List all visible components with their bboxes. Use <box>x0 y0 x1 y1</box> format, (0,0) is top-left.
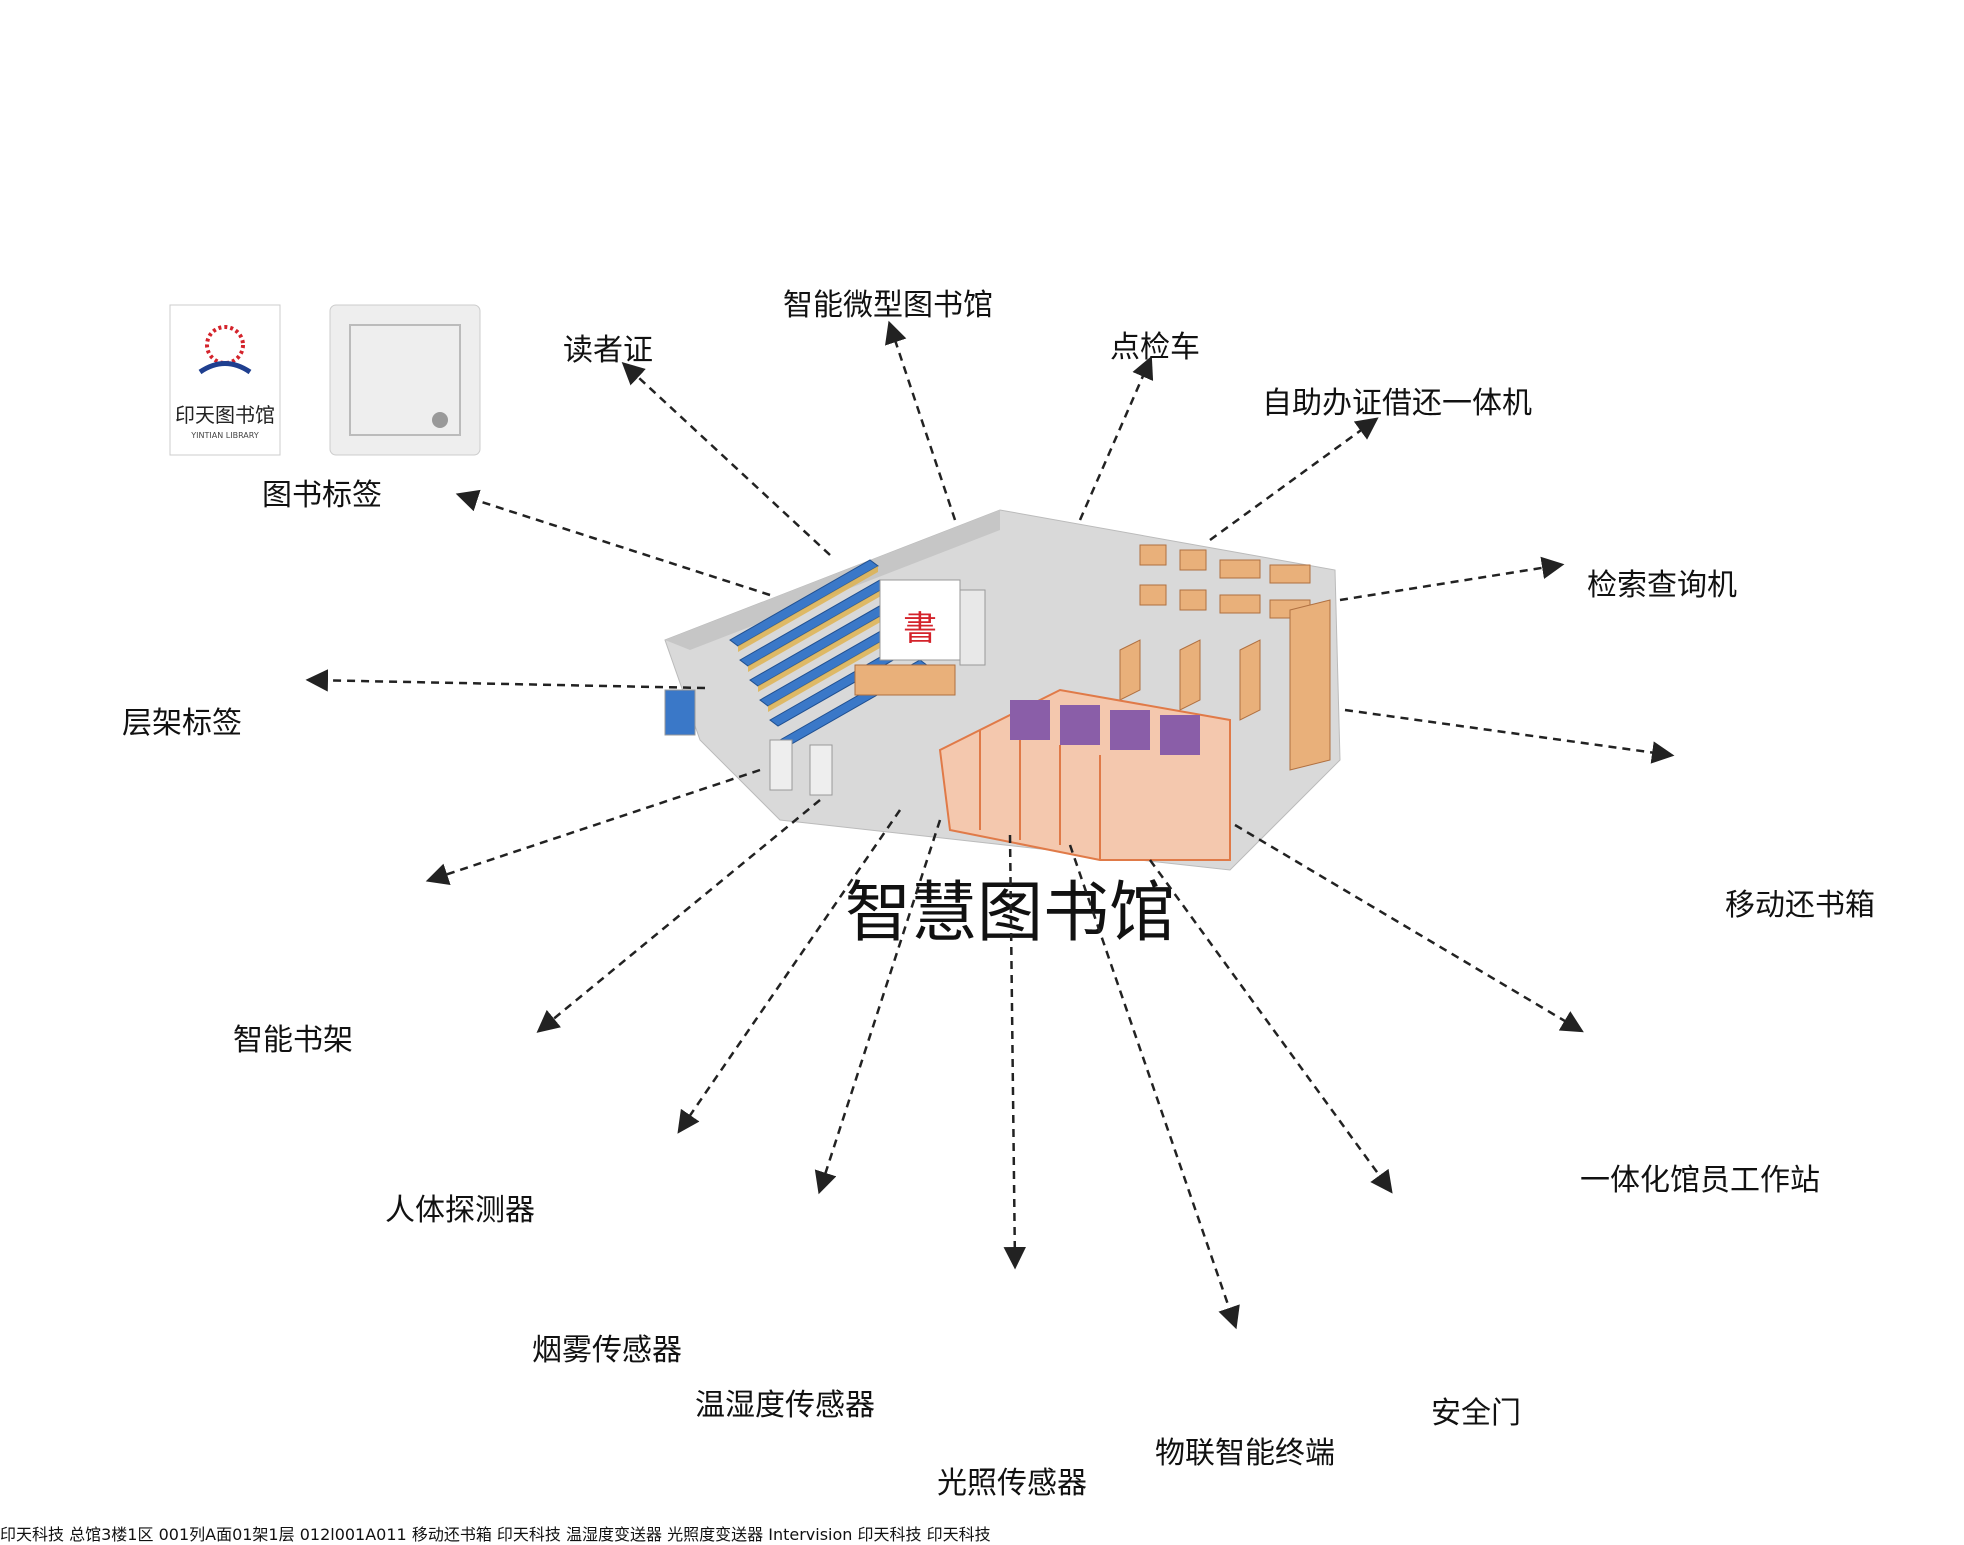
light-sensor-image: 光照度变送器 <box>667 1525 764 1544</box>
label-security-gate: 安全门 <box>1431 1396 1521 1431</box>
arrow-shelf-tag <box>305 669 706 692</box>
label-shelf-tag: 层架标签 <box>122 706 242 741</box>
book-tag-image: 印天图书馆 YINTIAN LIBRARY <box>169 304 481 456</box>
arrow-reader-card <box>621 361 831 556</box>
label-human-detector: 人体探测器 <box>385 1193 535 1228</box>
arrow-security-gate <box>1148 859 1393 1194</box>
glass-room <box>938 688 1231 861</box>
label-mobile-return-box: 移动还书箱 <box>1725 888 1875 923</box>
arrow-search-terminal <box>1339 556 1565 602</box>
label-smart-bookshelf: 智能书架 <box>233 1023 353 1058</box>
svg-text:書: 書 <box>903 609 937 649</box>
arrow-smoke-sensor <box>677 809 902 1134</box>
temp-humidity-sensor-image: 温湿度变送器 <box>566 1525 663 1544</box>
label-light-sensor: 光照传感器 <box>937 1466 1087 1501</box>
arrow-human-detector <box>536 799 821 1033</box>
central-booth: 書 <box>854 579 986 696</box>
label-self-service-kiosk: 自助办证借还一体机 <box>1262 386 1532 421</box>
library-floorplan: 書 <box>664 509 1341 871</box>
svg-text:印天图书馆: 印天图书馆 <box>175 403 275 427</box>
arrow-self-service-kiosk <box>1209 417 1379 542</box>
arrow-mobile-return-box <box>1344 708 1675 764</box>
svg-text:YINTIAN LIBRARY: YINTIAN LIBRARY <box>190 431 259 440</box>
reader-card-image: 印天科技 <box>0 1525 65 1544</box>
shelf-tag-image: 总馆3楼1区 001列A面01架1层 012l001A011 <box>69 1525 407 1544</box>
arrow-temp-humidity <box>814 819 942 1195</box>
arrow-smart-bookshelf <box>425 768 761 885</box>
security-gate-image: 印天科技 印天科技 <box>857 1525 991 1544</box>
label-inventory-cart: 点检车 <box>1110 330 1200 365</box>
arrow-iot-terminal <box>1068 844 1240 1330</box>
label-micro-library: 智能微型图书馆 <box>783 288 993 323</box>
label-temp-humidity-sensor: 温湿度传感器 <box>695 1388 875 1423</box>
label-iot-terminal: 物联智能终端 <box>1155 1436 1335 1471</box>
arrow-librarian-workstation <box>1234 823 1584 1033</box>
arrow-inventory-cart <box>1078 355 1154 521</box>
iot-terminal-image: Intervision <box>768 1525 853 1544</box>
arrow-book-tag <box>455 489 771 597</box>
label-reader-card: 读者证 <box>563 333 653 368</box>
arrow-light-sensor <box>1003 834 1027 1270</box>
arrow-micro-library <box>885 320 957 521</box>
label-smoke-sensor: 烟雾传感器 <box>532 1333 682 1368</box>
label-book-tag: 图书标签 <box>262 478 382 513</box>
label-search-terminal: 检索查询机 <box>1587 568 1737 603</box>
mobile-return-box-image: 移动还书箱 印天科技 <box>411 1525 561 1544</box>
label-librarian-workstation: 一体化馆员工作站 <box>1580 1163 1820 1198</box>
connection-arrows <box>305 320 1675 1330</box>
